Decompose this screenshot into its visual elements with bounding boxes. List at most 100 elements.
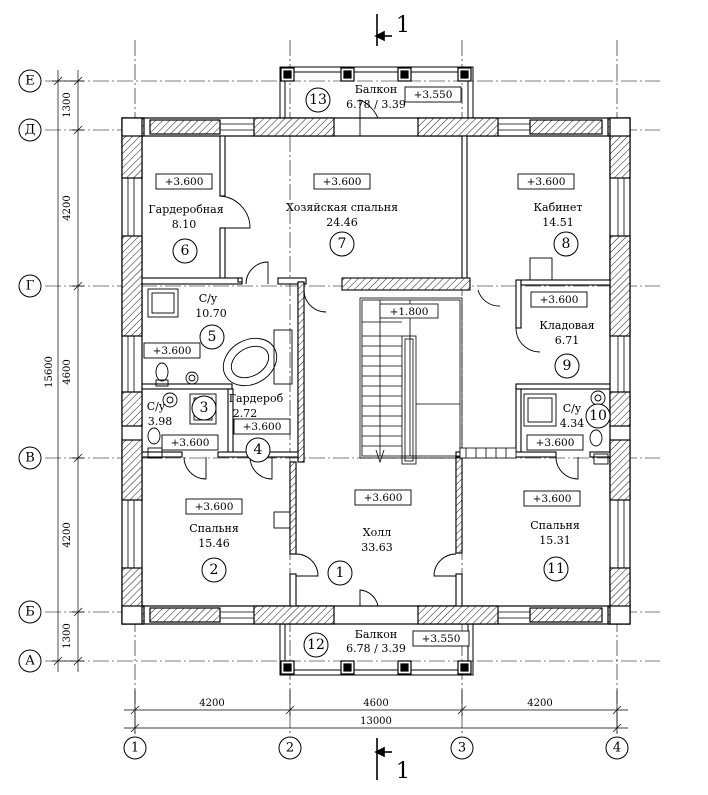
room-level: +3.600 xyxy=(527,176,566,188)
axis-label-row: Г xyxy=(26,279,35,294)
room-name: Спальня xyxy=(189,522,239,535)
windows xyxy=(127,123,625,619)
room-name: Спальня xyxy=(530,519,580,532)
room-level: +3.600 xyxy=(364,492,403,504)
bathroom-5-fixtures xyxy=(147,288,293,387)
room-number-circle xyxy=(585,403,611,429)
room-name: Кладовая xyxy=(539,319,594,332)
axis-label-row: А xyxy=(25,654,35,669)
axis-label-row: Б xyxy=(25,605,35,620)
section-cut-bottom-label: 1 xyxy=(396,759,410,784)
room-level: +3.600 xyxy=(533,493,572,505)
room-area: 2.72 xyxy=(233,407,258,420)
axis-label-col: 1 xyxy=(131,741,139,756)
axis-bubble-col xyxy=(605,736,629,760)
level-box xyxy=(404,86,462,103)
axis-label-col: 4 xyxy=(613,741,621,756)
dim-bottom-total: 13000 xyxy=(360,716,392,727)
room-level: +3.600 xyxy=(540,294,579,306)
room-10: +3.600 С/у 4.34 10 xyxy=(526,402,611,451)
room-number: 5 xyxy=(208,329,217,345)
room-number: 8 xyxy=(562,236,571,252)
room-area: 15.31 xyxy=(539,534,571,547)
room-number: 3 xyxy=(200,400,209,416)
room-number: 1 xyxy=(336,565,345,581)
section-cut-bottom xyxy=(374,738,392,780)
room-number: 9 xyxy=(563,358,572,374)
room-number: 6 xyxy=(181,243,190,259)
room-area: 14.51 xyxy=(542,216,574,229)
axis-label-row: Е xyxy=(25,74,35,89)
room-number-circle xyxy=(201,557,227,583)
dim-left-4: 4200 xyxy=(62,522,73,547)
room-labels: +3.600Холл33.631+3.600Спальня15.462+3.60… xyxy=(143,83,611,658)
stair-level: +1.800 xyxy=(390,306,429,318)
axis-label-row: Д xyxy=(25,123,36,138)
room-level: +3.600 xyxy=(323,176,362,188)
axis-label-col: 2 xyxy=(286,741,294,756)
axis-bubble-row xyxy=(18,600,42,624)
room-level: +3.550 xyxy=(422,633,461,645)
axis-bubble-row xyxy=(18,649,42,673)
room-name: Кабинет xyxy=(534,201,583,214)
room-area: 15.46 xyxy=(198,537,230,550)
room-area: 33.63 xyxy=(361,541,393,554)
room-area: 24.46 xyxy=(326,216,358,229)
room-number: 12 xyxy=(307,637,325,653)
level-box xyxy=(143,342,201,359)
room-area: 8.10 xyxy=(172,218,197,231)
dim-left-2: 4200 xyxy=(62,195,73,220)
room-number: 13 xyxy=(309,92,327,108)
level-box xyxy=(233,418,291,435)
room-number: 4 xyxy=(254,442,263,458)
staircase xyxy=(359,297,517,465)
room-number: 7 xyxy=(338,236,347,252)
axis-label-col: 3 xyxy=(458,741,466,756)
level-box xyxy=(161,434,219,451)
room-area: 4.34 xyxy=(560,417,585,430)
room-level: +3.600 xyxy=(171,437,210,449)
room-number-circle xyxy=(329,231,355,257)
section-cut-top xyxy=(374,14,392,46)
room-number-circle xyxy=(303,632,329,658)
section-cut-top-label: 1 xyxy=(396,13,410,38)
room-name: С/у xyxy=(563,402,582,415)
level-box xyxy=(526,434,584,451)
room-name: С/у xyxy=(147,400,166,413)
room-level: +3.600 xyxy=(195,501,234,513)
room-number: 2 xyxy=(210,562,219,578)
dim-bottom-2: 4600 xyxy=(363,698,388,709)
axis-bubble-col xyxy=(123,736,147,760)
room-number: 10 xyxy=(589,408,607,424)
axis-bubble-col xyxy=(278,736,302,760)
level-box xyxy=(523,490,581,507)
room-area: 6.78 / 3.39 xyxy=(346,642,406,655)
room-number-circle xyxy=(172,238,198,264)
stair-level-text: +1.800 xyxy=(390,306,429,318)
room-area: 10.70 xyxy=(195,307,227,320)
room-level: +3.600 xyxy=(536,437,575,449)
room-name: С/у xyxy=(199,292,218,305)
room-name: Хозяйская спальня xyxy=(286,201,398,214)
room-number-circle xyxy=(327,560,353,586)
level-box xyxy=(412,630,470,647)
level-box xyxy=(354,489,412,506)
room-number-circle xyxy=(191,395,217,421)
room-name: Балкон xyxy=(355,628,397,641)
doors xyxy=(183,99,579,607)
axis-bubble-col xyxy=(450,736,474,760)
dim-left-3: 4600 xyxy=(62,359,73,384)
room-number-circle xyxy=(543,556,569,582)
room-name: Гардероб xyxy=(229,392,284,405)
interior-walls xyxy=(141,135,611,607)
